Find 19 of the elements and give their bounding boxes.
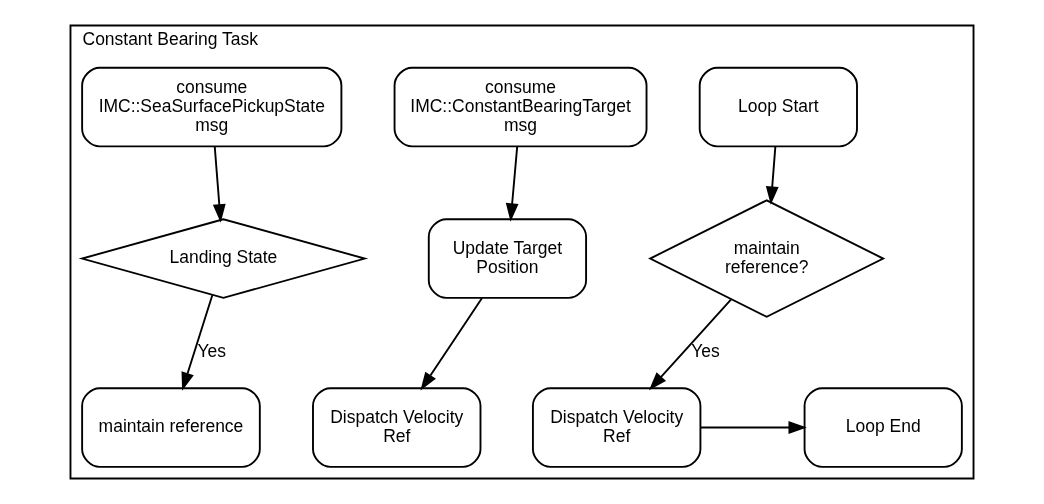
edge-label: Yes <box>691 341 720 362</box>
node-diamond: maintain reference? <box>648 199 886 318</box>
arrow <box>181 294 214 391</box>
edge-label: Yes <box>197 341 227 362</box>
arrow <box>420 297 483 391</box>
node-diamond: Landing State <box>78 218 369 299</box>
node-box: Dispatch Velocity Ref <box>312 387 482 468</box>
arrow <box>649 298 733 391</box>
arrow <box>212 145 226 223</box>
node-box: consume IMC::SeaSurfacePickupState msg <box>81 66 343 148</box>
arrow <box>505 145 519 222</box>
node-box: Dispatch Velocity Ref <box>531 387 702 468</box>
arrow <box>699 421 807 434</box>
node-box: Loop Start <box>698 66 858 148</box>
node-box: maintain reference <box>81 387 261 468</box>
arrow <box>765 145 779 205</box>
node-box: Loop End <box>803 387 963 468</box>
node-box: consume IMC::ConstantBearingTarget msg <box>393 66 648 148</box>
node-box: Update Target Position <box>427 218 588 299</box>
